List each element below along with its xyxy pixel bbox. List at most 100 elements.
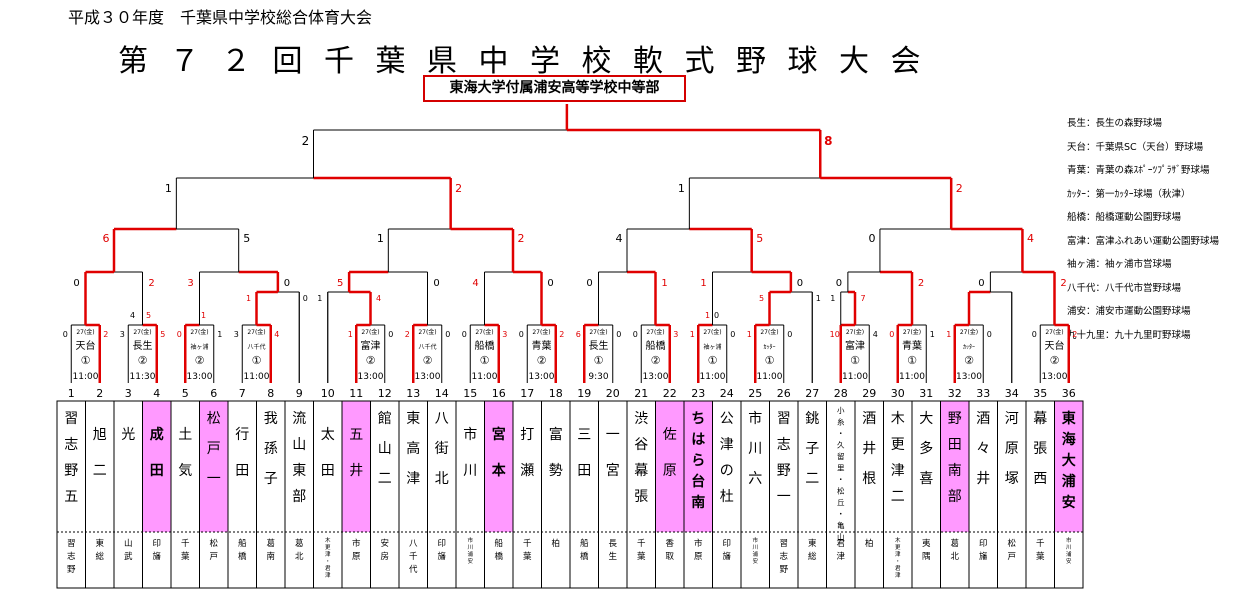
team-number: 27 bbox=[805, 387, 819, 400]
team-region-char: 浦 bbox=[752, 550, 758, 558]
team-name-char: 松 bbox=[837, 486, 845, 496]
team-number: 17 bbox=[520, 387, 534, 400]
score: 0 bbox=[868, 232, 875, 245]
score: 8 bbox=[824, 134, 832, 148]
game-number: ① bbox=[850, 354, 860, 367]
team-region-char: 原 bbox=[694, 552, 703, 562]
team-name-char: ち bbox=[691, 411, 705, 427]
game-time: 13:00 bbox=[956, 372, 982, 382]
game-date: 27(金) bbox=[589, 328, 607, 336]
game-time: 13:00 bbox=[1042, 372, 1068, 382]
game-venue: 袖ヶ浦 bbox=[190, 343, 208, 351]
score: 4 bbox=[376, 294, 381, 303]
game-number: ① bbox=[708, 354, 718, 367]
team-number: 3 bbox=[125, 387, 132, 400]
score: 4 bbox=[873, 330, 878, 339]
team-name-char: 井 bbox=[349, 463, 363, 479]
team-region-char: 市 bbox=[467, 536, 473, 544]
team-number: 36 bbox=[1062, 387, 1076, 400]
score: 2 bbox=[1060, 278, 1066, 289]
team-region-char: 旛 bbox=[152, 551, 161, 562]
team-name-char: 本 bbox=[492, 462, 507, 479]
team-region-char: 川 bbox=[1066, 545, 1072, 551]
score: 0 bbox=[445, 330, 450, 339]
team-region-char: 船 bbox=[494, 538, 503, 549]
team-region-char: ・ bbox=[325, 559, 331, 565]
game-time: 11:00 bbox=[244, 372, 270, 382]
game-date: 27(金) bbox=[76, 328, 94, 336]
score: 1 bbox=[678, 182, 685, 195]
score: 6 bbox=[103, 232, 110, 245]
team-region-char: 川 bbox=[467, 545, 473, 551]
team-name-char: 々 bbox=[976, 441, 990, 457]
team-name-char: 我 bbox=[264, 411, 278, 427]
score: 1 bbox=[201, 311, 206, 320]
team-number: 16 bbox=[492, 387, 506, 400]
team-region-char: 葛 bbox=[950, 538, 959, 549]
team-region-char: 葛 bbox=[295, 538, 304, 549]
team-name-char: 光 bbox=[121, 427, 135, 443]
team-region-char: 印 bbox=[979, 538, 988, 549]
team-region-char: 志 bbox=[779, 551, 788, 562]
team-number: 22 bbox=[663, 387, 677, 400]
team-region-char: 安 bbox=[467, 557, 473, 565]
team-number: 29 bbox=[862, 387, 876, 400]
team-region-char: 野 bbox=[779, 565, 788, 575]
score: 4 bbox=[616, 232, 623, 245]
team-number: 28 bbox=[834, 387, 848, 400]
team-name-char: 戸 bbox=[207, 441, 221, 457]
score: 4 bbox=[130, 311, 135, 320]
team-name-char: 幕 bbox=[634, 463, 648, 479]
score: 0 bbox=[388, 330, 393, 339]
legend-item: 九十九里：九十九里町野球場 bbox=[1067, 329, 1191, 341]
team-number: 23 bbox=[691, 387, 705, 400]
team-name-char: 津 bbox=[720, 437, 734, 453]
team-region-char: 志 bbox=[67, 551, 76, 562]
legend-item: 天台：千葉県SC（天台）野球場 bbox=[1067, 141, 1204, 153]
team-name-char: 公 bbox=[720, 411, 734, 427]
team-number: 25 bbox=[748, 387, 762, 400]
team-region-char: 安 bbox=[752, 557, 758, 565]
team-highlight bbox=[940, 401, 969, 532]
title-char: 千 bbox=[324, 44, 356, 79]
team-name-char: 五 bbox=[349, 427, 363, 443]
team-number: 1 bbox=[68, 387, 75, 400]
team-region-char: 千 bbox=[637, 538, 646, 549]
team-name-char: 八 bbox=[435, 411, 449, 427]
team-region-char: 印 bbox=[437, 538, 446, 549]
title-char: 式 bbox=[684, 44, 717, 79]
team-region-char: 市 bbox=[694, 538, 703, 549]
team-region-char: 市 bbox=[352, 538, 361, 549]
team-name-char: 二 bbox=[93, 463, 107, 479]
title-char: 学 bbox=[530, 44, 562, 79]
legend-item: 長生：長生の森野球場 bbox=[1067, 118, 1163, 129]
legend-item: 青葉：青葉の森ｽﾎﾟｰﾂﾌﾟﾗｻﾞ野球場 bbox=[1067, 165, 1210, 176]
team-number: 24 bbox=[720, 387, 734, 400]
team-name-char: 旭 bbox=[93, 427, 107, 443]
team-region-char: 印 bbox=[152, 538, 161, 549]
team-number: 35 bbox=[1033, 387, 1047, 400]
score: 0 bbox=[519, 330, 524, 339]
team-name-char: 河 bbox=[1005, 411, 1019, 427]
team-highlight bbox=[684, 401, 713, 532]
legend-item: 袖ヶ浦：袖ヶ浦市営球場 bbox=[1067, 259, 1172, 270]
team-region-char: 浦 bbox=[467, 550, 473, 558]
team-name-char: の bbox=[720, 463, 734, 479]
team-name-char: 部 bbox=[292, 489, 306, 505]
team-region-char: 旛 bbox=[437, 551, 446, 562]
team-name-char: 志 bbox=[777, 437, 791, 453]
title-char: 軟 bbox=[633, 44, 665, 79]
title-char: 中 bbox=[478, 44, 511, 79]
team-name-char: 安 bbox=[1062, 494, 1076, 511]
game-time: 11:00 bbox=[899, 372, 925, 382]
team-name-char: 気 bbox=[178, 463, 192, 479]
team-name-char: 張 bbox=[1033, 441, 1047, 457]
team-name-char: 大 bbox=[919, 411, 933, 427]
score: 3 bbox=[673, 330, 678, 339]
team-name-char: 津 bbox=[891, 463, 905, 479]
team-name-char: 井 bbox=[976, 471, 990, 487]
team-region-char: 津 bbox=[325, 572, 331, 579]
game-venue: 天台 bbox=[76, 339, 96, 352]
team-region-char: 習 bbox=[67, 539, 76, 549]
team-name-char: 多 bbox=[919, 440, 933, 457]
